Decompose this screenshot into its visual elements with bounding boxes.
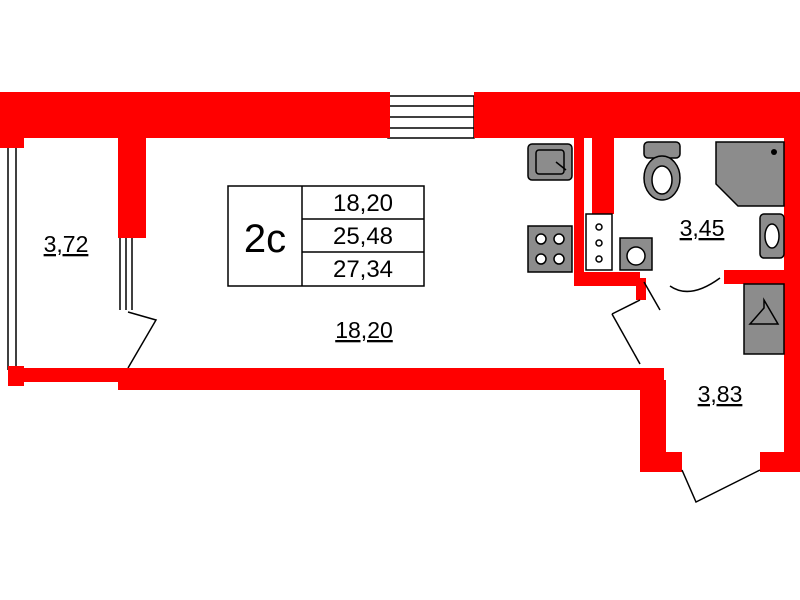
unit-type-label: 2с: [244, 217, 286, 261]
toilet-icon: [643, 141, 681, 201]
sink-icon: [527, 143, 573, 181]
doors: [611, 277, 761, 504]
washbasin-icon: [759, 213, 785, 259]
living-area-value: 18,20: [333, 190, 393, 217]
hanger-icon: [743, 283, 785, 355]
top-window: [387, 95, 475, 139]
cabinet-icon: [585, 213, 613, 271]
stove-icon: [527, 225, 573, 273]
hall-area-label: 3,83: [698, 381, 743, 407]
balcony-outline: [7, 148, 17, 370]
shower-icon: [715, 141, 785, 207]
area-table: 2с 18,20 25,48 27,34: [227, 185, 425, 287]
total-with-balcony-value: 27,34: [333, 256, 393, 283]
main-room-area-label: 18,20: [335, 317, 393, 343]
walls: [0, 92, 800, 472]
bathroom-area-label: 3,45: [680, 215, 725, 241]
balcony-door: [119, 238, 158, 369]
washing-machine-icon: [619, 237, 653, 271]
total-area-value: 25,48: [333, 223, 393, 250]
balcony-area-label: 3,72: [44, 231, 89, 257]
